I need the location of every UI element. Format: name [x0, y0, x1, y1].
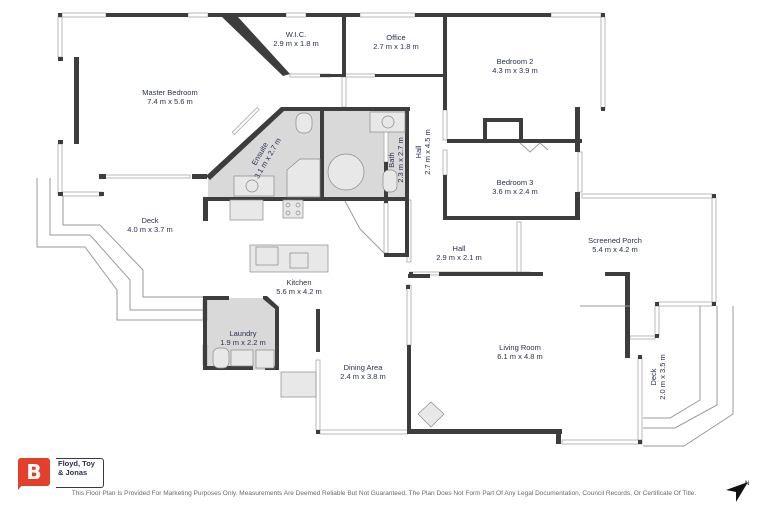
- size-bedroom3: 3.6 m x 2.4 m: [492, 187, 537, 196]
- agency-name-box: Floyd, Toy & Jonas: [56, 458, 104, 488]
- label-deck-west: Deck: [141, 216, 158, 225]
- label-living: Living Room: [499, 343, 541, 352]
- agency-logo: B: [18, 458, 50, 486]
- label-wic: W.I.C.: [286, 30, 306, 39]
- size-wic: 2.9 m x 1.8 m: [273, 39, 318, 48]
- fixtures: [212, 111, 630, 428]
- deck-east-outline: [643, 306, 734, 447]
- label-hall: Hall: [453, 244, 466, 253]
- deck-west-outline: [36, 178, 205, 321]
- fireplace: [417, 401, 445, 428]
- label-laundry: Laundry: [229, 329, 256, 338]
- size-master-bedroom: 7.4 m x 5.6 m: [147, 97, 192, 106]
- agency-name-line2: & Jonas: [58, 468, 88, 477]
- toilet-bath: [382, 169, 398, 193]
- size-dining: 2.4 m x 3.8 m: [340, 372, 385, 381]
- label-screened-porch: Screened Porch: [588, 236, 642, 245]
- size-deck-west: 4.0 m x 3.7 m: [127, 225, 172, 234]
- label-bedroom2: Bedroom 2: [497, 57, 534, 66]
- size-kitchen: 5.6 m x 4.2 m: [276, 287, 321, 296]
- logo-letter: B: [26, 460, 42, 484]
- laundry-toilet: [212, 347, 230, 369]
- north-label: N: [745, 481, 749, 487]
- label-deck-east: Deck: [649, 368, 658, 385]
- label-dining: Dining Area: [344, 363, 384, 372]
- toilet-ensuite: [295, 112, 313, 134]
- size-office: 2.7 m x 1.8 m: [373, 42, 418, 51]
- label-master-bedroom: Master Bedroom: [142, 88, 197, 97]
- spa-bath: [327, 153, 365, 191]
- size-hall-vertical: 2.7 m x 4.5 m: [423, 129, 432, 174]
- label-bath: Bath: [387, 152, 396, 167]
- size-hall: 2.9 m x 2.1 m: [436, 253, 481, 262]
- size-bedroom2: 4.3 m x 3.9 m: [492, 66, 537, 75]
- label-office: Office: [386, 33, 405, 42]
- size-bath: 2.3 m x 2.7 m: [396, 137, 405, 182]
- disclaimer-text: This Floor Plan Is Provided For Marketin…: [71, 490, 697, 497]
- cooktop: [282, 199, 304, 219]
- north-arrow-icon: N: [726, 481, 749, 502]
- size-living: 6.1 m x 4.8 m: [497, 352, 542, 361]
- shower-ensuite: [286, 158, 321, 198]
- size-deck-east: 2.0 m x 3.5 m: [658, 354, 667, 399]
- walls: [58, 13, 716, 444]
- size-screened-porch: 5.4 m x 4.2 m: [592, 245, 637, 254]
- label-hall-vertical: Hall: [414, 145, 423, 158]
- agency-name-line1: Floyd, Toy: [58, 459, 95, 468]
- laundry-machine: [230, 349, 254, 367]
- logo-tail-icon: [18, 484, 23, 490]
- label-bedroom3: Bedroom 3: [497, 178, 534, 187]
- laundry-tub: [255, 349, 275, 369]
- size-laundry: 1.9 m x 2.2 m: [220, 338, 265, 347]
- label-kitchen: Kitchen: [286, 278, 311, 287]
